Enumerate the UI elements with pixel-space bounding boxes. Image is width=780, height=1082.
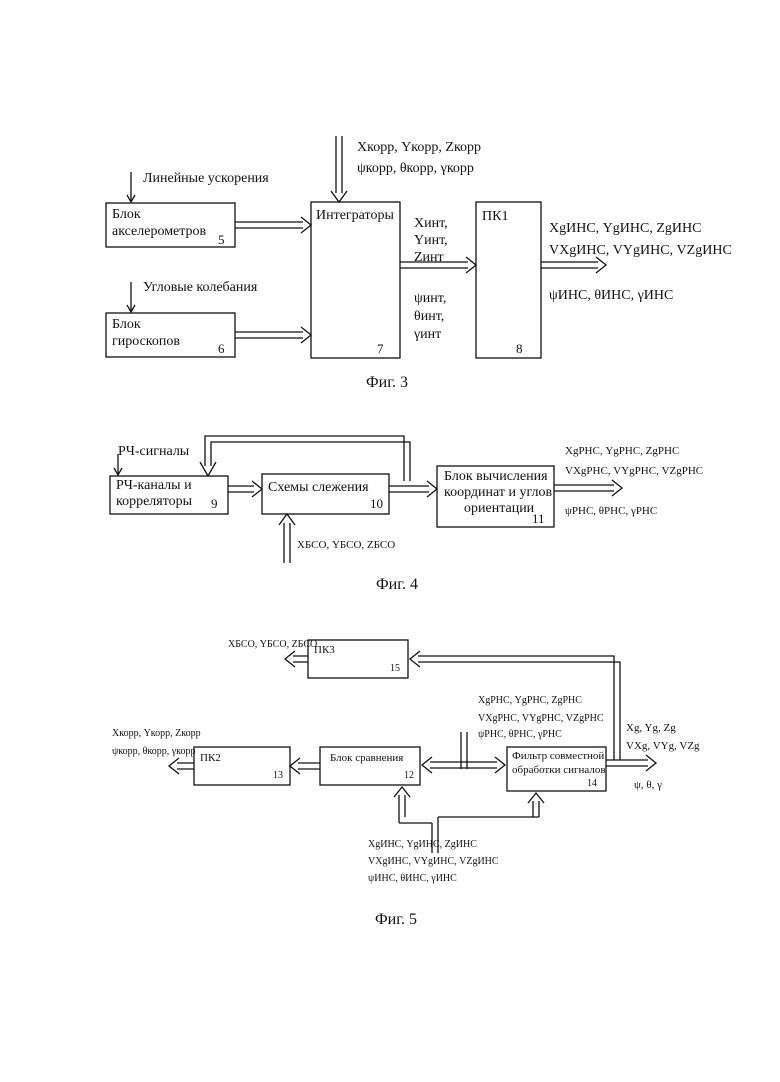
pk1-number: 8 — [516, 342, 523, 355]
rf-label-2: корреляторы — [116, 495, 192, 509]
tracking-label: Схемы слежения — [268, 481, 369, 495]
ins-out-line1: XgИНС, YgИНС, ZgИНС — [549, 222, 701, 236]
fig5-caption: Фиг. 5 — [375, 912, 417, 928]
fig5-ins-in-line3: ψИНС, θИНС, γИНС — [368, 874, 457, 884]
pk1-block — [476, 202, 541, 358]
fig3-caption: Фиг. 3 — [366, 375, 408, 391]
int-out-psi: ψинт, — [414, 292, 446, 306]
rf-signals-label: РЧ-сигналы — [118, 445, 189, 459]
arrow-accel-integr — [235, 217, 311, 233]
nav-out-line1: Xg, Yg, Zg — [626, 723, 676, 734]
filter-number: 14 — [587, 779, 597, 789]
fig3-linear-accel-label: Линейные ускорения — [143, 172, 269, 186]
gyro-label-1: Блок — [112, 318, 141, 332]
rns-out-line2: VXgРНС, VYgРНС, VZgРНС — [565, 466, 703, 477]
calc-label-1: Блок вычисления — [444, 470, 548, 484]
rns-out-line3: ψРНС, θРНС, γРНС — [565, 506, 657, 517]
fig5-rns-in-line1: XgРНС, YgРНС, ZgРНС — [478, 696, 582, 706]
integrators-block — [311, 202, 400, 358]
calc-number: 11 — [532, 512, 545, 525]
int-out-gamma: γинт — [414, 328, 441, 342]
rns-out-line1: XgРНС, YgРНС, ZgРНС — [565, 446, 679, 457]
int-out-x: Xинт, — [414, 217, 448, 231]
fig5-bso-out: XБСО, YБСО, ZБСО — [228, 640, 317, 650]
fig3-corr-in-line1: Xкорр, Yкорр, Zкорр — [357, 141, 481, 155]
int-out-z: Zинт — [414, 251, 444, 265]
rf-label-1: РЧ-каналы и — [116, 479, 192, 493]
filter-label-2: обработки сигналов — [512, 765, 606, 776]
filter-label-1: Фильтр совместной — [512, 751, 604, 762]
pk1-label: ПК1 — [482, 210, 508, 224]
nav-out-line3: ψ, θ, γ — [634, 780, 662, 791]
int-out-theta: θинт, — [414, 310, 444, 324]
accel-label-2: акселерометров — [112, 225, 206, 239]
gyro-number: 6 — [218, 342, 225, 355]
fig3-corr-in-line2: ψкорр, θкорр, γкорр — [357, 162, 474, 176]
integrators-label: Интеграторы — [316, 209, 394, 223]
pk2-number: 13 — [273, 771, 283, 781]
fig5-rns-in-line3: ψРНС, θРНС, γРНС — [478, 730, 562, 740]
compare-label: Блок сравнения — [330, 753, 403, 764]
fig5-corr-out-line2: ψкорр, θкорр, γкорр — [112, 747, 196, 757]
bso-in-label: XБСО, YБСО, ZБСО — [297, 540, 395, 551]
rf-number: 9 — [211, 497, 218, 510]
fig5-corr-out-line1: Xкорр, Yкорр, Zкорр — [112, 729, 201, 739]
pk3-number: 15 — [390, 664, 400, 674]
arrow-corr-in — [331, 136, 347, 202]
pk3-label: ПК3 — [314, 645, 335, 656]
arrow-gyro-integr — [235, 327, 311, 343]
accel-label-1: Блок — [112, 208, 141, 222]
arrow-pk1-out — [541, 257, 606, 273]
fig5-rns-in-line2: VXgРНС, VYgРНС, VZgРНС — [478, 714, 604, 724]
accel-number: 5 — [218, 233, 225, 246]
fig5-ins-in-line2: VXgИНС, VYgИНС, VZgИНС — [368, 857, 499, 867]
calc-label-3: ориентации — [464, 502, 534, 516]
tracking-number: 10 — [370, 497, 383, 510]
ins-out-line2: VXgИНС, VYgИНС, VZgИНС — [549, 244, 732, 258]
pk2-label: ПК2 — [200, 753, 221, 764]
calc-label-2: координат и углов — [444, 486, 552, 500]
gyro-label-2: гироскопов — [112, 335, 180, 349]
compare-number: 12 — [404, 771, 414, 781]
fig4-caption: Фиг. 4 — [376, 577, 418, 593]
nav-out-line2: VXg, VYg, VZg — [626, 741, 700, 752]
arrow-bso-in — [279, 514, 295, 563]
int-out-y: Yинт, — [414, 234, 448, 248]
fig5-ins-in-line1: XgИНС, YgИНС, ZgИНС — [368, 840, 477, 850]
fig3-angular-osc-label: Угловые колебания — [143, 281, 257, 295]
integrators-number: 7 — [377, 342, 384, 355]
ins-out-line3: ψИНС, θИНС, γИНС — [549, 289, 673, 303]
